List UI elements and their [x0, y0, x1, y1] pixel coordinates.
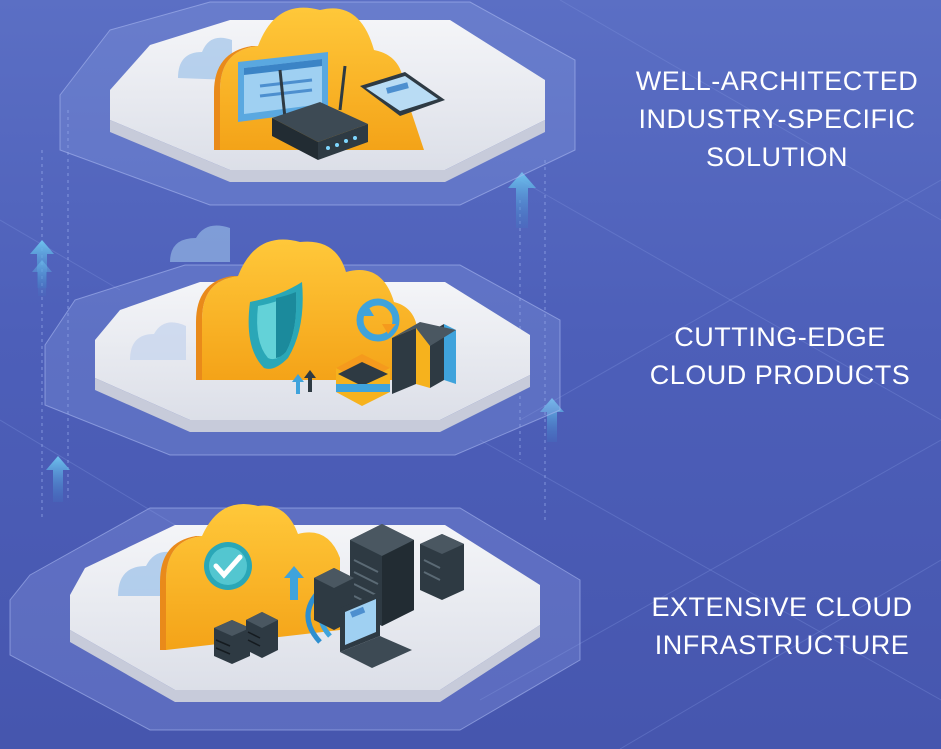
arrow-icon: [30, 172, 564, 502]
upload-arrow-icon: [284, 566, 304, 600]
cloud-icon: [166, 504, 340, 650]
cloud-icon: [170, 225, 230, 262]
tier-bottom: [9, 504, 581, 731]
cloud-icon: [130, 322, 186, 360]
database-icon: [336, 354, 390, 406]
tier-top-label-line: INDUSTRY-SPECIFIC: [638, 104, 916, 134]
guide-lines: [41, 110, 546, 520]
platform-edge: [95, 375, 530, 432]
gear-icon: [356, 298, 400, 342]
tier-bottom-label-line: EXTENSIVE CLOUD: [651, 592, 913, 622]
cloud-icon: [202, 239, 418, 380]
tier-middle-label-line: CLOUD PRODUCTS: [649, 360, 911, 390]
shield-icon: [248, 282, 303, 369]
tier-middle-label: CUTTING-EDGE CLOUD PRODUCTS: [630, 318, 930, 394]
platform-edge: [110, 120, 545, 182]
tier-bottom-label: EXTENSIVE CLOUD INFRASTRUCTURE: [622, 588, 941, 664]
tier-middle: [44, 225, 561, 456]
router-icon: [272, 65, 368, 160]
tier-top-label: WELL-ARCHITECTED INDUSTRY-SPECIFIC SOLUT…: [612, 62, 941, 176]
server-rack-icon: [314, 524, 464, 630]
tier-top-label-line: SOLUTION: [705, 142, 849, 172]
tier-top-label-line: WELL-ARCHITECTED: [635, 66, 919, 96]
tier-middle-label-line: CUTTING-EDGE: [674, 322, 886, 352]
upload-arrows-icon: [292, 370, 316, 394]
server-rack-icon: [214, 612, 278, 664]
laptop-icon: [340, 592, 412, 668]
tier-bottom-label-line: INFRASTRUCTURE: [654, 630, 910, 660]
checkmark-icon: [204, 542, 252, 590]
tier-top: [59, 1, 576, 206]
tablet-icon: [360, 72, 445, 116]
binder-icon: [392, 322, 456, 394]
